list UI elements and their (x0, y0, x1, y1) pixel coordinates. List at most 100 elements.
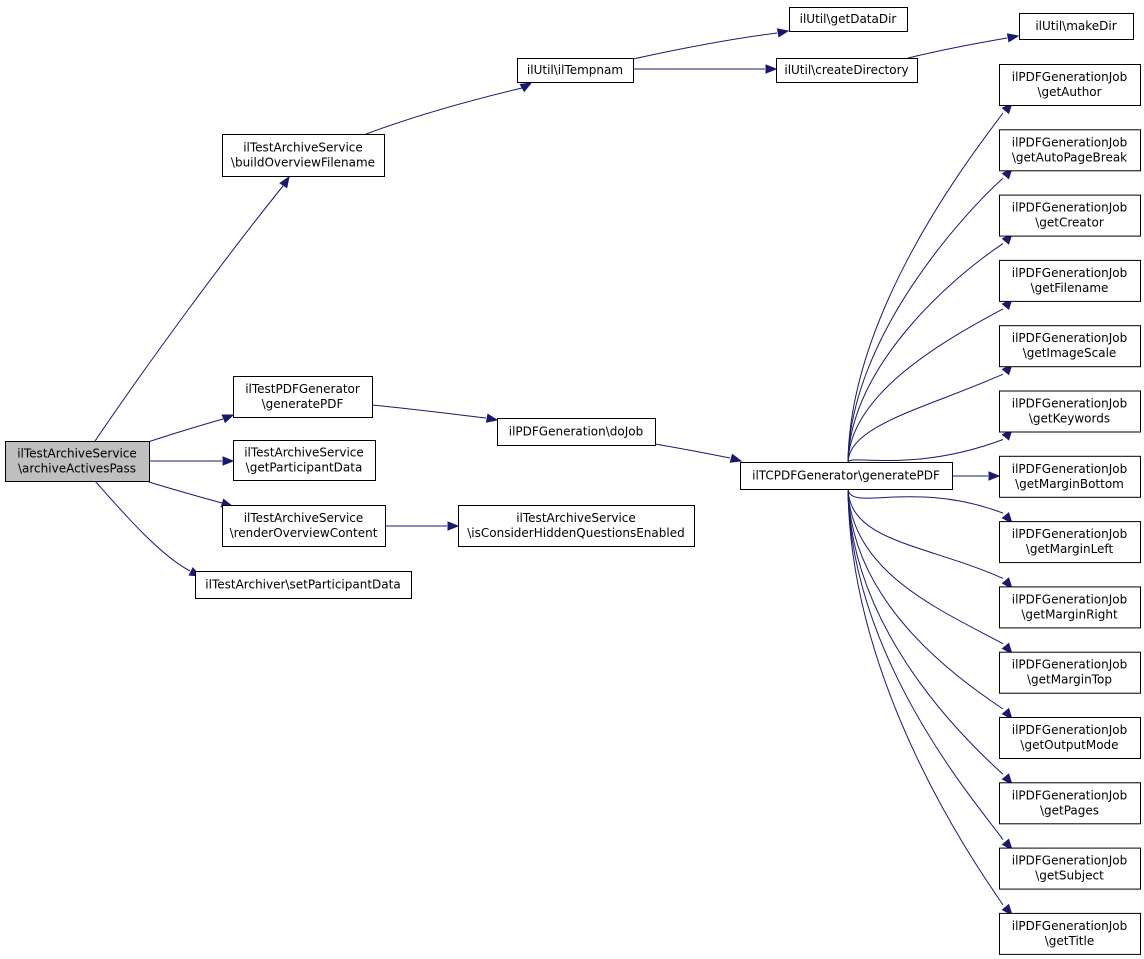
node-label-line: ilPDFGenerationJob (1012, 854, 1128, 868)
node-label-line: ilTCPDFGenerator\generatePDF (752, 469, 940, 483)
node-label-line: \getCreator (1035, 216, 1104, 230)
node-label-line: \isConsiderHiddenQuestionsEnabled (467, 526, 684, 540)
edge-line (148, 481, 223, 504)
node-label-line: ilPDFGenerationJob (1012, 462, 1128, 476)
nodes-layer: ilTestArchiveService\archiveActivesPassi… (5, 7, 1141, 955)
edge-root-to-buildOverviewFilename (94, 175, 290, 442)
edge-line (147, 418, 224, 443)
node-buildOverviewFilename[interactable]: ilTestArchiveService\buildOverviewFilena… (222, 134, 385, 177)
node-getImageScale[interactable]: ilPDFGenerationJob\getImageScale (999, 325, 1141, 368)
node-getMarginRight[interactable]: ilPDFGenerationJob\getMarginRight (999, 586, 1141, 629)
node-label-line: \getPages (1040, 803, 1099, 817)
edge-tcpdfGeneratePDF-to-getKeywords (847, 428, 1013, 463)
node-getMarginTop[interactable]: ilPDFGenerationJob\getMarginTop (999, 651, 1141, 694)
edge-line (847, 488, 1004, 710)
edge-root-to-renderOverviewContent (148, 481, 234, 508)
node-label-line: \getMarginBottom (1015, 477, 1124, 491)
node-getMarginBottom[interactable]: ilPDFGenerationJob\getMarginBottom (999, 455, 1141, 498)
node-label-line: ilUtil\getDataDir (800, 12, 897, 26)
node-box (999, 782, 1141, 825)
edge-tcpdfGeneratePDF-to-getAuthor (847, 101, 1013, 463)
arrowhead (729, 453, 743, 463)
edge-line (847, 488, 1004, 775)
edge-line (847, 488, 1004, 514)
node-pdfGeneratePDF[interactable]: ilTestPDFGenerator\generatePDF (233, 376, 373, 418)
node-getFilename[interactable]: ilPDFGenerationJob\getFilename (999, 259, 1141, 302)
node-getAutoPageBreak[interactable]: ilPDFGenerationJob\getAutoPageBreak (999, 129, 1141, 172)
node-label-line: \getTitle (1045, 934, 1094, 948)
arrowhead (1001, 903, 1013, 916)
node-label-line: ilTestArchiveService (244, 511, 364, 525)
arrowhead (519, 82, 533, 93)
node-tcpdfGeneratePDF[interactable]: ilTCPDFGenerator\generatePDF (740, 462, 953, 490)
arrowhead (776, 28, 790, 38)
node-box (5, 441, 150, 482)
node-doJob[interactable]: ilPDFGeneration\doJob (497, 418, 656, 446)
node-box (458, 505, 695, 547)
node-getTitle[interactable]: ilPDFGenerationJob\getTitle (999, 912, 1141, 955)
node-box (233, 440, 376, 481)
node-label-line: ilPDFGenerationJob (1012, 919, 1128, 933)
edge-tcpdfGeneratePDF-to-getMarginTop (847, 488, 1013, 655)
node-label-line: ilTestArchiveService (17, 447, 137, 461)
node-getMarginLeft[interactable]: ilPDFGenerationJob\getMarginLeft (999, 521, 1141, 564)
edge-tcpdfGeneratePDF-to-getAutoPageBreak (847, 167, 1013, 463)
edge-line (847, 308, 1004, 463)
edge-tcpdfGeneratePDF-to-getOutputMode (847, 488, 1013, 721)
arrowhead (485, 413, 499, 423)
arrowhead (988, 471, 1001, 481)
edge-root-to-setParticipantData (94, 480, 202, 577)
node-box (740, 462, 953, 490)
edge-tcpdfGeneratePDF-to-getMarginLeft (847, 488, 1013, 525)
node-getPages[interactable]: ilPDFGenerationJob\getPages (999, 782, 1141, 825)
node-createDirectory[interactable]: ilUtil\createDirectory (776, 58, 918, 83)
node-label-line: \getMarginRight (1021, 607, 1118, 621)
edge-createDirectory-to-makeDir (907, 33, 1020, 59)
node-box (517, 58, 634, 83)
node-label-line: ilPDFGenerationJob (1012, 788, 1128, 802)
node-label-line: ilPDFGenerationJob (1012, 70, 1128, 84)
node-label-line: ilPDFGeneration\doJob (509, 425, 644, 439)
node-box (999, 64, 1141, 106)
node-label-line: ilPDFGenerationJob (1012, 331, 1128, 345)
node-box (195, 571, 412, 599)
node-getKeywords[interactable]: ilPDFGenerationJob\getKeywords (999, 390, 1141, 433)
node-label-line: ilTestArchiveService (244, 446, 364, 460)
node-getDataDir[interactable]: ilUtil\getDataDir (789, 7, 908, 32)
edge-pdfGeneratePDF-to-doJob (371, 404, 499, 423)
edge-line (847, 488, 1004, 906)
edge-ilTempnam-to-getDataDir (632, 28, 790, 60)
node-renderOverviewContent[interactable]: ilTestArchiveService\renderOverviewConte… (222, 505, 386, 547)
node-setParticipantData[interactable]: ilTestArchiver\setParticipantData (195, 571, 412, 599)
edge-line (847, 177, 1004, 463)
edge-tcpdfGeneratePDF-to-getCreator (847, 232, 1013, 463)
node-box (999, 455, 1141, 498)
node-box (999, 651, 1141, 694)
edge-line (632, 32, 778, 60)
node-label-line: ilTestArchiver\setParticipantData (205, 578, 400, 592)
node-getAuthor[interactable]: ilPDFGenerationJob\getAuthor (999, 64, 1141, 106)
node-getCreator[interactable]: ilPDFGenerationJob\getCreator (999, 194, 1141, 237)
node-label-line: \getAuthor (1037, 85, 1101, 99)
node-getSubject[interactable]: ilPDFGenerationJob\getSubject (999, 847, 1141, 890)
arrowhead (1001, 707, 1013, 721)
node-label-line: ilPDFGenerationJob (1012, 397, 1128, 411)
node-getOutputMode[interactable]: ilPDFGenerationJob\getOutputMode (999, 717, 1141, 759)
node-label-line: \getAutoPageBreak (1012, 150, 1127, 164)
node-label-line: ilPDFGenerationJob (1012, 723, 1128, 737)
edge-line (654, 443, 731, 459)
node-ilTempnam[interactable]: ilUtil\ilTempnam (517, 58, 634, 83)
edge-ilTempnam-to-createDirectory (633, 64, 778, 74)
node-box (1019, 13, 1134, 40)
arrowhead (222, 456, 235, 466)
node-isConsiderHidden[interactable]: ilTestArchiveService\isConsiderHiddenQue… (458, 505, 695, 547)
edge-line (907, 37, 1008, 59)
edge-line (94, 480, 191, 572)
node-label-line: \getKeywords (1029, 412, 1110, 426)
node-box (999, 325, 1141, 368)
node-getParticipantData[interactable]: ilTestArchiveService\getParticipantData (233, 440, 376, 481)
node-box (789, 7, 908, 32)
node-makeDir[interactable]: ilUtil\makeDir (1019, 13, 1134, 40)
node-label-line: ilUtil\makeDir (1035, 19, 1116, 33)
